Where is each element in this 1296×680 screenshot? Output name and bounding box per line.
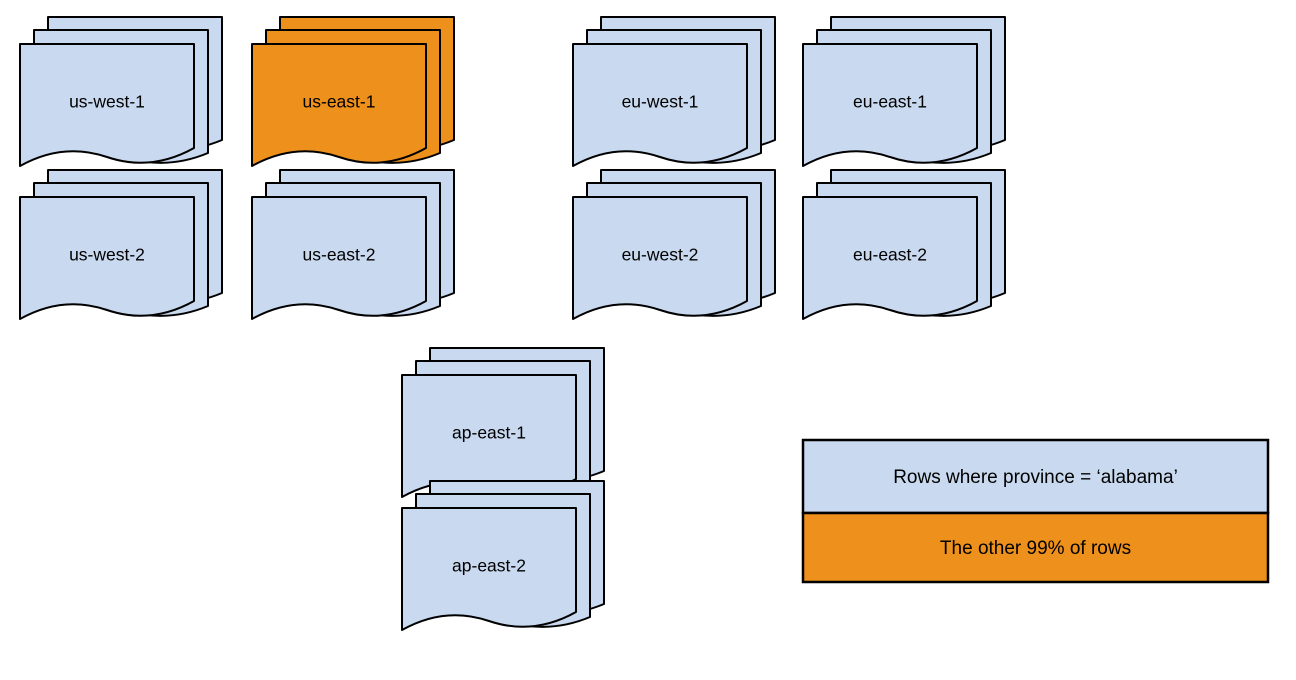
stack-label: us-east-1 xyxy=(303,92,376,112)
doc-layer-front xyxy=(19,43,195,167)
doc-layer-front xyxy=(802,196,978,320)
stack-us-west-2[interactable]: us-west-2 xyxy=(19,169,223,320)
stack-label: eu-west-2 xyxy=(622,245,699,265)
stack-us-east-2[interactable]: us-east-2 xyxy=(251,169,455,320)
stack-label: eu-east-1 xyxy=(853,92,927,112)
stack-eu-east-2[interactable]: eu-east-2 xyxy=(802,169,1006,320)
doc-layer-front xyxy=(19,196,195,320)
stack-us-east-1[interactable]: us-east-1 xyxy=(251,16,455,167)
stack-eu-west-2[interactable]: eu-west-2 xyxy=(572,169,776,320)
doc-layer-front xyxy=(572,196,748,320)
stack-label: us-west-2 xyxy=(69,245,145,265)
legend-swatch-orange xyxy=(801,511,1270,584)
stack-label: us-east-2 xyxy=(303,245,376,265)
stack-label: us-west-1 xyxy=(69,92,145,112)
doc-layer-front xyxy=(572,43,748,167)
stack-label: ap-east-1 xyxy=(452,423,526,443)
stack-ap-east-2[interactable]: ap-east-2 xyxy=(401,480,605,631)
stack-label: eu-east-2 xyxy=(853,245,927,265)
doc-layer-front xyxy=(251,196,427,320)
stack-ap-east-1[interactable]: ap-east-1 xyxy=(401,347,605,498)
legend-label-blue: Rows where province = ‘alabama’ xyxy=(893,467,1178,488)
legend-label-orange: The other 99% of rows xyxy=(940,538,1131,559)
stack-label: ap-east-2 xyxy=(452,556,526,576)
stack-us-west-1[interactable]: us-west-1 xyxy=(19,16,223,167)
doc-layer-front xyxy=(802,43,978,167)
legend: Rows where province = ‘alabama’ The othe… xyxy=(801,438,1270,584)
doc-layer-front xyxy=(401,507,577,631)
stack-eu-west-1[interactable]: eu-west-1 xyxy=(572,16,776,167)
stack-eu-east-1[interactable]: eu-east-1 xyxy=(802,16,1006,167)
stack-label: eu-west-1 xyxy=(622,92,699,112)
doc-layer-front xyxy=(251,43,427,167)
